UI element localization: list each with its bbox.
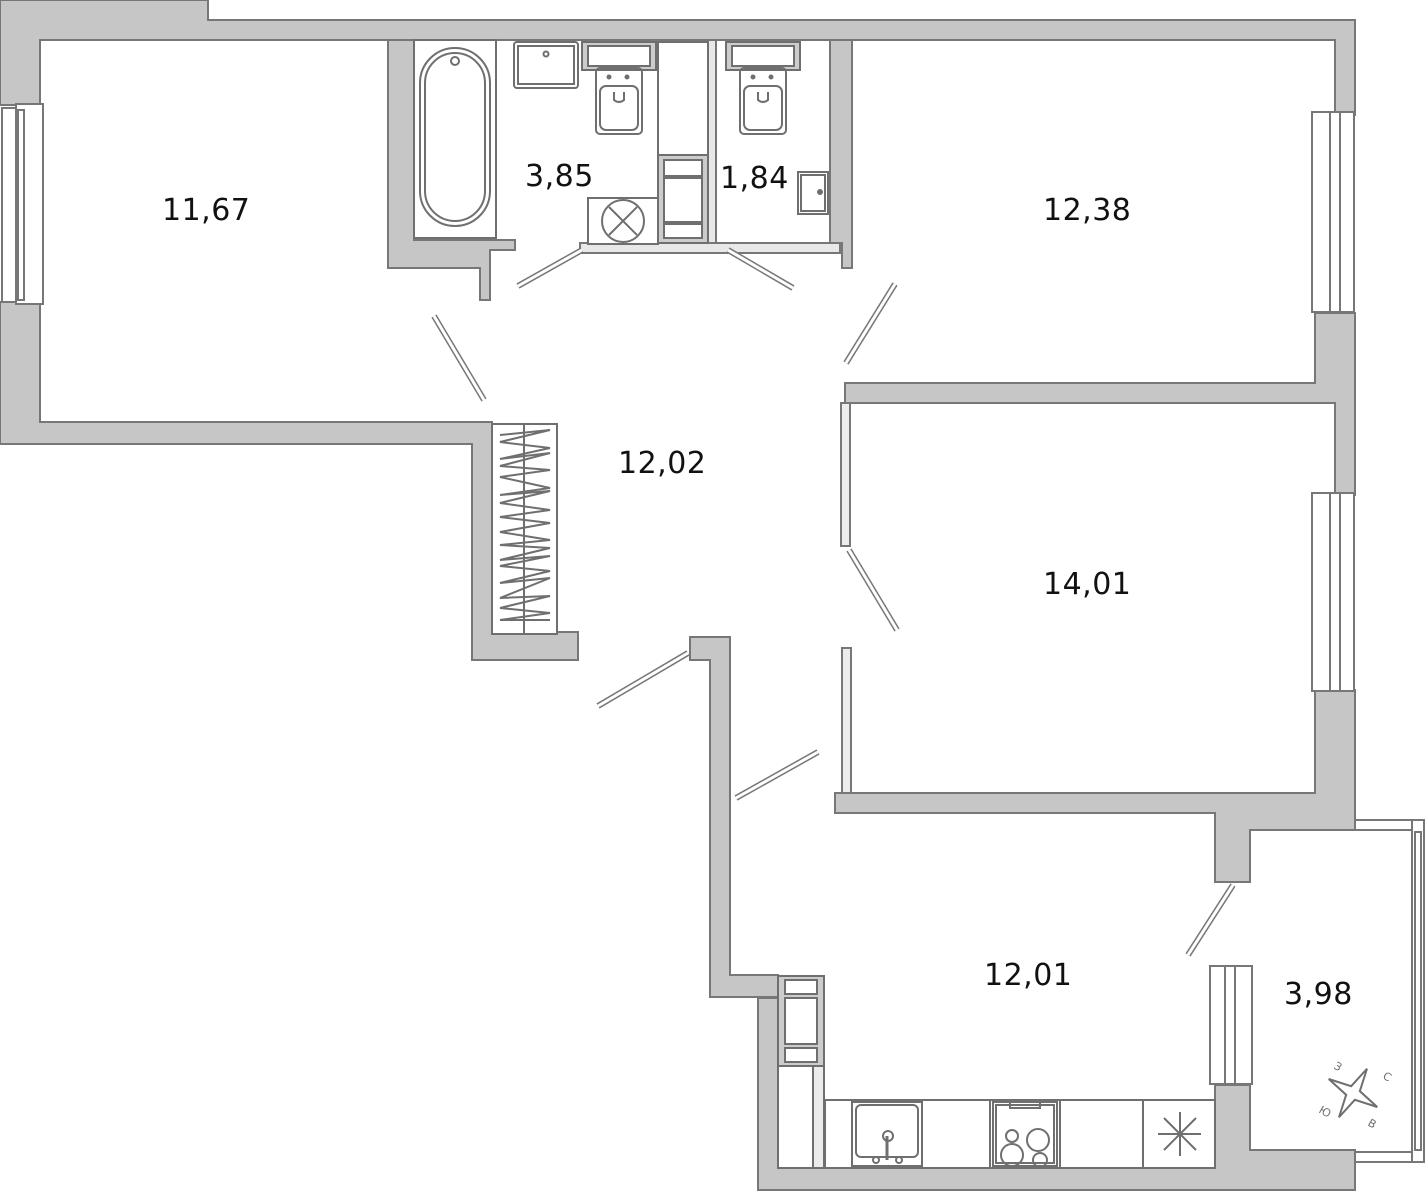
toilet-icon (581, 41, 657, 135)
window-east-middle (1311, 492, 1355, 692)
compass-west-label: З (1332, 1059, 1345, 1074)
doors[interactable] (431, 247, 1236, 957)
wall-east-lower (834, 689, 1356, 883)
compass-north-label: С (1381, 1069, 1394, 1084)
wall-bath-partition (707, 39, 717, 244)
window-west (1, 103, 44, 305)
toilet-icon (725, 41, 801, 135)
kitchen-sink-icon (851, 1101, 923, 1167)
room-area-bedroom-west: 11,67 (162, 193, 251, 228)
compass-east-label: В (1366, 1116, 1379, 1131)
boiler-icon (1158, 1112, 1201, 1156)
washing-machine-icon (587, 197, 659, 245)
window-east-upper (1311, 111, 1355, 313)
bathtub-icon (413, 39, 497, 239)
room-area-bedroom-northeast: 12,38 (1043, 193, 1132, 228)
fixtures (413, 39, 1216, 1169)
wall-toilet-east (829, 39, 853, 269)
compass-south-label: Ю (1317, 1103, 1334, 1120)
door-leaf-bedroom-east (840, 402, 851, 547)
room-area-bathroom: 3,85 (525, 159, 594, 194)
hand-basin-icon (797, 171, 829, 215)
wall-west-bedroom (0, 301, 579, 661)
window-kitchen (1209, 965, 1253, 1085)
room-area-toilet: 1,84 (720, 161, 789, 196)
room-area-balcony: 3,98 (1284, 977, 1353, 1012)
wall-east-upper (844, 312, 1356, 496)
room-area-bedroom-east: 14,01 (1043, 567, 1132, 602)
room-area-kitchen: 12,01 (984, 958, 1073, 993)
room-area-hallway: 12,02 (618, 446, 707, 481)
stove-icon (992, 1101, 1058, 1168)
balcony-glazing (1354, 819, 1425, 1163)
washbasin-icon (513, 41, 579, 89)
refrigerator-icon (777, 975, 825, 1169)
windows (1, 103, 1425, 1163)
wardrobe-icon (491, 423, 558, 635)
utility-shaft-icon (657, 41, 709, 244)
compass-icon (1328, 1068, 1378, 1118)
door-leaf-kitchen (841, 647, 852, 794)
